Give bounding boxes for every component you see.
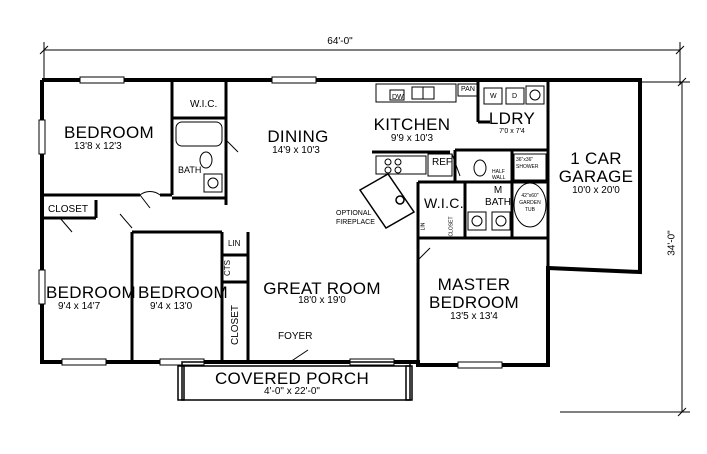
depth-dimension: 34'-0" — [666, 230, 678, 256]
bedroom2-size: 9'4 x 14'7 — [58, 301, 101, 312]
master-name-line2: BEDROOM — [429, 293, 519, 312]
bath1-label: BATH — [178, 165, 202, 175]
bedroom2-name: BEDROOM — [46, 283, 136, 302]
shower-line1: 36"x36" — [516, 157, 534, 163]
hall-closet-label: CLOSET — [230, 304, 242, 346]
width-dimension-line — [39, 42, 685, 85]
porch-name: COVERED PORCH — [214, 369, 370, 388]
mbath-line2: BATH — [485, 197, 511, 208]
kitchen-size: 9'9 x 10'3 — [390, 133, 434, 144]
great-room-name: GREAT ROOM — [263, 279, 381, 298]
dining-size: 14'9 x 10'3 — [272, 145, 320, 156]
shower-line2: SHOWER — [516, 164, 539, 170]
garage-size: 10'0 x 20'0 — [572, 185, 620, 196]
doors — [59, 139, 431, 363]
interior-walls — [42, 80, 550, 362]
foyer-label: FOYER — [278, 331, 313, 342]
laundry-appliances — [483, 85, 545, 105]
bedroom1-size: 13'8 x 12'3 — [74, 141, 122, 152]
refrigerator-label: REF — [432, 157, 452, 168]
master-size: 13'5 x 13'4 — [450, 311, 498, 322]
wic2-label: W.I.C. — [424, 195, 464, 211]
fireplace-line1: OPTIONAL — [336, 210, 372, 217]
half-wall-line1: HALF — [492, 169, 505, 175]
porch-size: 4'-0" x 22'-0" — [264, 386, 320, 397]
closet-label: CLOSET — [48, 204, 89, 215]
kitchen-counters — [375, 83, 479, 177]
half-wall-line2: WALL — [492, 175, 506, 181]
width-dimension: 64'-0" — [327, 36, 353, 47]
porch-outline — [177, 361, 413, 401]
bedroom1-name: BEDROOM — [64, 123, 154, 142]
master-closet-label: CLOSET — [448, 216, 455, 237]
garage-walls — [547, 266, 641, 274]
fireplace-line2: FIREPLACE — [336, 219, 375, 226]
garage-name-line1: 1 CAR — [570, 149, 622, 168]
wic1-label: W.I.C. — [190, 99, 218, 110]
kitchen-name: KITCHEN — [373, 115, 451, 134]
tub-line2: GARDEN — [519, 200, 541, 206]
pantry-label: PAN — [461, 86, 475, 93]
tub-line1: 42"x60" — [521, 193, 539, 199]
linen-closet-label: LIN — [228, 239, 241, 248]
master-lin-label: LIN — [420, 222, 427, 231]
great-room-size: 18'0 x 19'0 — [298, 295, 346, 306]
master-name-line1: MASTER — [437, 275, 511, 294]
dryer-label: D — [512, 93, 518, 100]
laundry-name: LDRY — [488, 109, 536, 128]
garage-name-line2: GARAGE — [558, 167, 634, 186]
depth-dimension-line — [560, 77, 690, 417]
tub-line3: TUB — [525, 207, 535, 213]
laundry-size: 7'0 x 7'4 — [499, 128, 525, 135]
bedroom3-size: 9'4 x 13'0 — [150, 301, 193, 312]
cts-label: CTS — [223, 260, 232, 276]
dishwasher-label: DW — [392, 94, 404, 101]
washer-label: W — [490, 93, 497, 100]
fireplace-symbol — [358, 173, 416, 229]
bath-fixtures — [175, 121, 547, 231]
dining-name: DINING — [267, 127, 329, 146]
bedroom3-name: BEDROOM — [138, 283, 228, 302]
mbath-line1: M — [493, 185, 503, 196]
